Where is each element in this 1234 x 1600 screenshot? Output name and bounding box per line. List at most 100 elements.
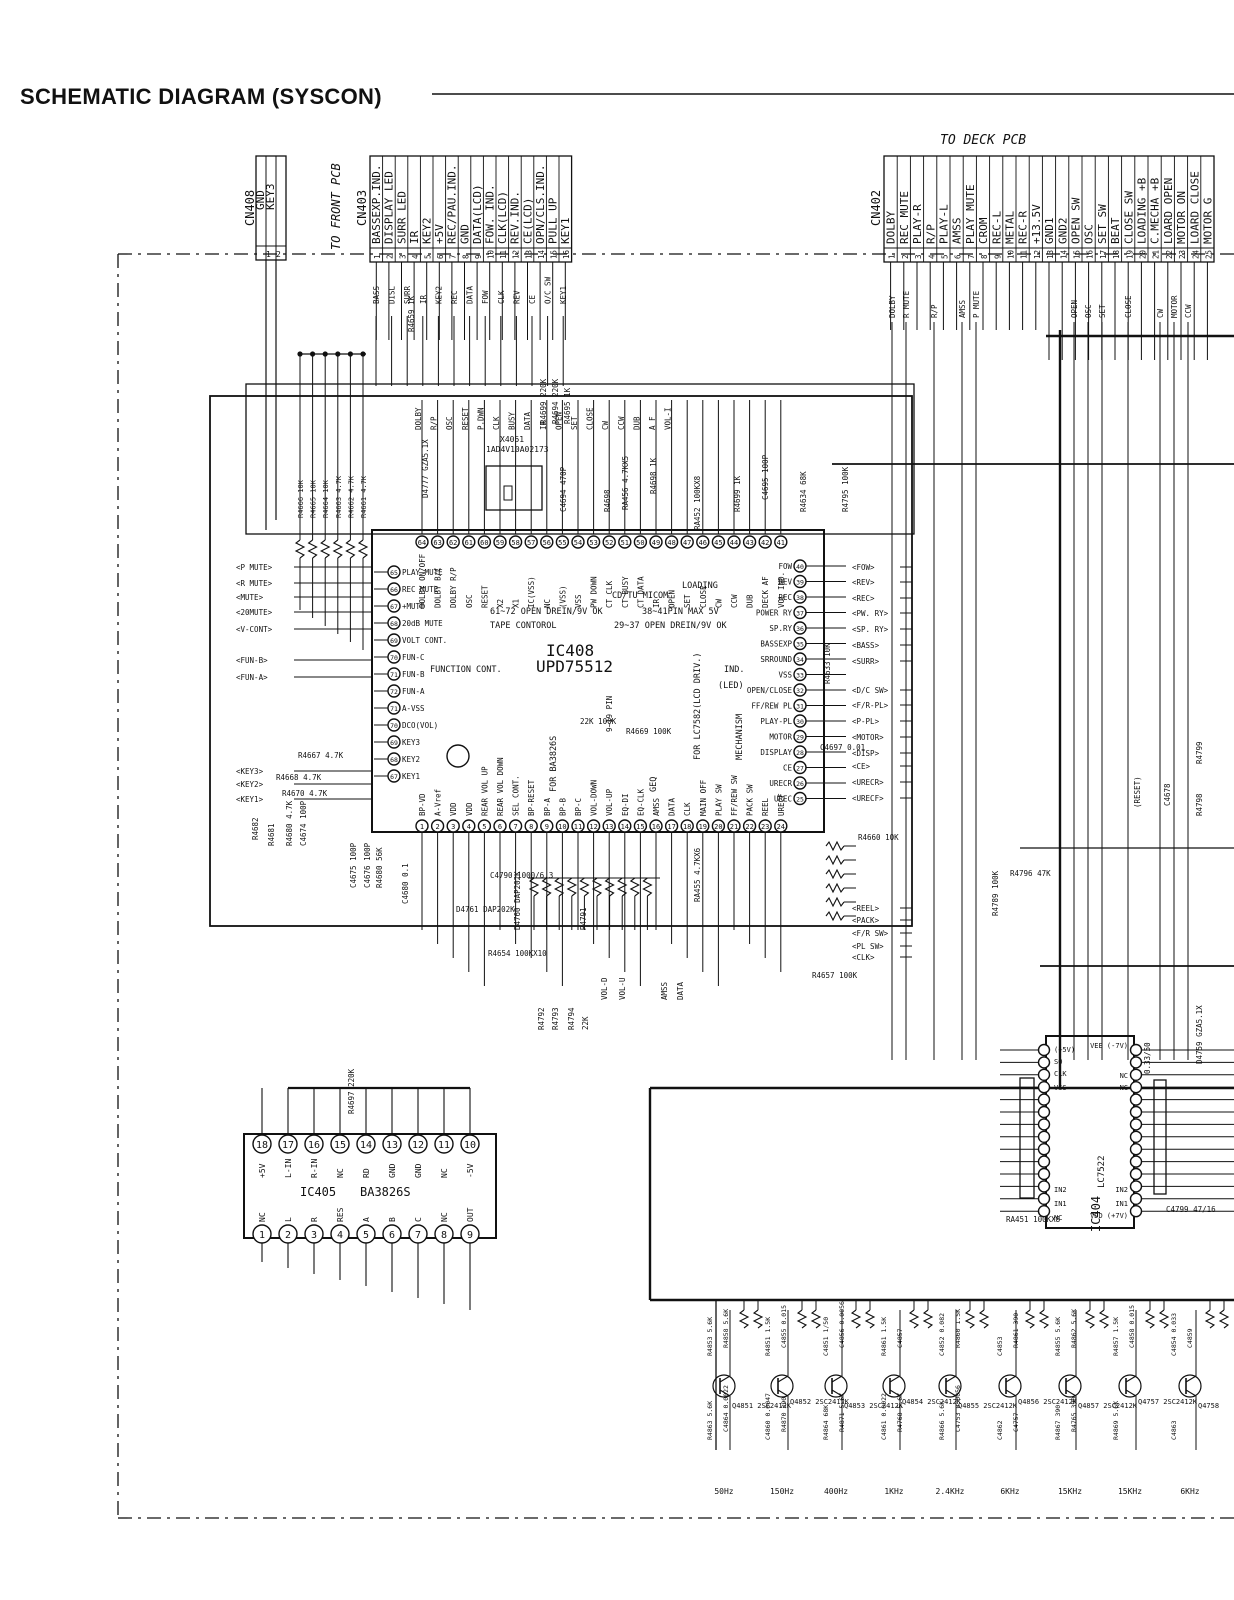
resistor-symbol [964,1309,976,1329]
cn408-pin-number: 2 [276,250,281,259]
right-signal-tag: <REV> [852,578,875,587]
ic408-pin-number: 53 [589,539,597,547]
transistor-emitter [777,1389,789,1397]
transistor-symbol [1178,1374,1202,1398]
cn403-pin-number: 11 [499,250,508,259]
cn402-pin-number: 3 [914,254,923,259]
ic408-note: LOADING [682,581,718,591]
ic404-left-pin [1037,1105,1051,1119]
ic408-pin-number: 52 [605,539,613,547]
resistor-symbol [978,1309,990,1329]
right-signal-tag: <REC> [852,594,875,603]
ic405-top-pin-label: RD [362,1168,371,1178]
transistor-symbol [712,1374,736,1398]
ic408-pin-number: 29 [796,734,804,742]
cn402-pin-label: CROM [977,217,990,244]
ic408-pin-number: 1 [420,823,424,831]
component-label: R4670 4.7K [282,789,328,798]
cn402-pin-number: 1 [888,254,897,259]
ic408-top-pin-label: (VSS) [558,585,567,608]
cn408-box [255,155,287,261]
resistor-symbol [319,539,331,559]
component-label: R4667 4.7K [298,751,344,760]
eq-component-label: C4863 [1170,1420,1178,1440]
cn402-signal-tag: CLOSE [1124,295,1133,318]
cn403-signal-tag: SURR [403,285,412,304]
bottom-signal-tag: DATA [676,981,685,1000]
right-signal-tag: <F/R SW> [852,929,889,938]
ic408-top-pin-label: CT CLK [605,580,614,608]
ic404-right-pin-label: NC [1120,1072,1128,1080]
eq-component-label: C4860 0.0047 [764,1393,772,1440]
component-label: R4695 1K [563,387,572,424]
resistor-symbol [864,1309,876,1329]
ic408-pin-number: 5 [482,823,486,831]
cn402-signal-tag: DOLBY [888,295,897,318]
ic408-left-pin-label: FUN-A [402,687,425,696]
ic404-right-pin [1129,1068,1143,1082]
cn402-pin-number: 21 [1152,250,1161,259]
cn408-pin-label: KEY3 [264,184,277,211]
ic408-top-pin [430,535,445,549]
eq-component-label: R4871 5.6K [838,1393,846,1432]
resistor-symbol [825,840,845,852]
cn402-pin-label: PLAY MUTE [964,184,977,244]
cn403-signal-tag: KEY1 [559,286,568,304]
ic404-left-pin-label: VSS [1054,1084,1067,1092]
transistor-label: Q4851 2SC2412K [732,1402,792,1410]
ic408-note: 38~41PIN MAX 5V [642,607,719,617]
component-label: R4795 100K [841,466,850,512]
cn402-pin-label: MOTOR ON [1175,191,1188,244]
eq-component-label: C4857 [896,1328,904,1348]
ic408-bottom-pin-label: REEL [761,797,770,816]
ic408-pin-number: 22 [745,823,753,831]
ic405-pin-number: 13 [386,1140,398,1151]
ic405-top-pin [304,1134,324,1154]
ic408-pin-number: 49 [652,539,660,547]
eq-band-label: 15KHz [1058,1487,1082,1496]
component-label: RA455 4.7KX6 [693,847,702,902]
ic404-right-pin-label: IN2 [1115,1186,1128,1194]
bottom-signal-tag: AMSS [660,981,669,1000]
ic404-left-pin [1037,1056,1051,1069]
ic408-top-pin-label: SET [683,594,692,608]
ic408-signal-tag: DUB [632,416,641,430]
ic404-right-pin [1129,1142,1143,1156]
ic408-top-pin [586,535,601,549]
right-signal-tag: <URECR> [852,778,884,787]
ic408-pin-number: 9 [545,823,549,831]
ic404-left-pin [1037,1142,1051,1156]
ic404-right-pin [1129,1043,1143,1057]
resistor-symbol [825,868,845,880]
cn403-pin-label: DATA(LCD) [471,184,484,244]
ic408-pin-number: 70 [390,722,398,730]
left-signal-tag: <R MUTE> [236,579,273,588]
ic405-top-pin-label: R-IN [310,1159,319,1178]
cn402-pin-number: 4 [927,254,936,259]
ic408-pin-number: 26 [796,780,804,788]
ic408-pin-number: 12 [589,823,597,831]
ic408-bottom-pin-label: FF/REW SW [730,775,739,816]
cn402-pin-number: 17 [1099,250,1108,259]
ic408-pin-number: 4 [467,823,471,831]
cn402-pin-number: 24 [1191,249,1200,259]
ic408-top-pin [602,535,616,549]
ic408-bottom-pin-label: PLAY SW [714,784,723,816]
ic408-pin-number: 67 [390,603,398,611]
resistor-label: R4663 4.7K [335,475,343,518]
resistor-symbol [566,877,578,897]
ic408-pin-number: 69 [390,637,398,645]
cn402-pin-label: OPEN SW [1070,197,1083,244]
cn403-pin-number: 10 [487,249,496,259]
ic408-bottom-pin-label: VDD [449,802,458,816]
component-label: RA452 100KX8 [693,475,702,530]
ic408-top-pin-label: CW [714,598,723,608]
cn402-signal-tag: CW [1156,308,1165,318]
ic408-top-pin [649,535,663,549]
ic408-pin-number: 2 [435,823,439,831]
ic405-top-pin [330,1134,350,1154]
cn402-signal-tag: MOTOR [1170,295,1179,318]
cn403-pin-number: 5 [424,254,433,259]
resistor-symbol [922,1309,934,1329]
component-label: R4794 [567,1007,576,1030]
